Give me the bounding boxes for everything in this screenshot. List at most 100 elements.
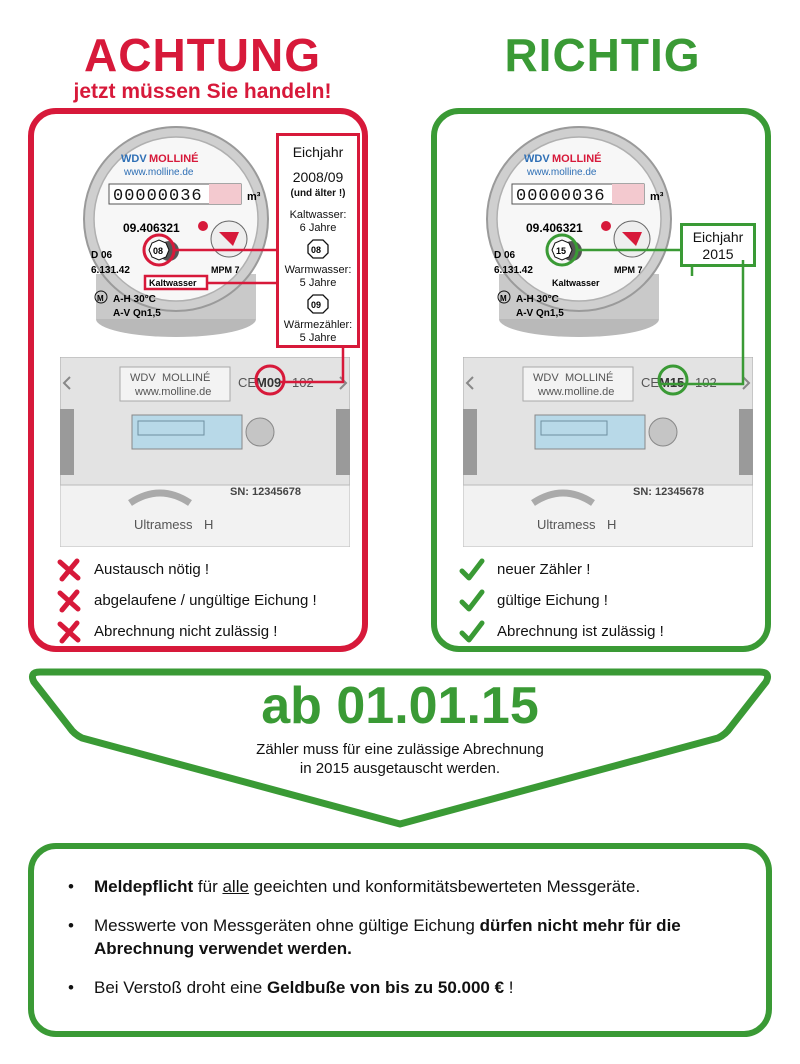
info-heading-2: 2008/09 [292,169,344,185]
heat-meter-new: WDV MOLLINÉ www.molline.de CE M15 102 SN… [463,357,753,547]
meter-m: M [97,294,104,303]
device-sn: SN: 12345678 [230,486,301,498]
info-heat-label: Wärmezähler: [283,319,353,331]
bullet-dot: • [68,916,74,935]
status-text: Abrechnung ist zulässig ! [497,623,664,640]
device-notified: 102 [695,375,717,390]
device-brand-2: MOLLINÉ [565,371,613,384]
meter-counter: 00000036 [113,187,203,206]
device-product-suffix: H [607,517,616,532]
status-text: gültige Eichung ! [497,592,608,609]
meter-d06: D 06 [494,250,516,261]
device-year-code: M09 [256,375,281,390]
info-heading-1: Eichjahr [292,144,344,160]
achtung-subtitle: jetzt müssen Sie handeln! [73,80,332,103]
bullet-1-underline: alle [222,877,249,896]
status-text: Abrechnung nicht zulässig ! [94,623,278,640]
warm-badge-label: 09 [311,300,321,310]
cross-icon [57,620,81,643]
connector-line [280,348,345,384]
device-brand: WDV [533,372,559,384]
deadline-note-line-1: Zähler muss für eine zulässige Abrechnun… [256,741,544,758]
bullet-1-bold: Meldepflicht [94,877,194,896]
meter-brand-2: MOLLINÉ [149,152,199,165]
panel-achtung: WDV MOLLINÉ www.molline.de 00000036 m³ 0… [28,108,368,652]
meter-year-badge: 08 [153,246,163,256]
eichjahr-year: 2015 [702,246,734,262]
checkmark-icon [459,620,485,642]
achtung-title: ACHTUNG [84,29,321,81]
meter-cert: 6.131.42 [91,265,130,276]
meter-model: MPM 7 [211,265,240,275]
meter-medium: Kaltwasser [552,278,600,288]
info-bullet-box: • Meldepflicht für alle geeichten und ko… [28,843,772,1037]
bullet-messwerte: • Messwerte von Messgeräten ohne gültige… [68,914,738,960]
meter-m: M [500,294,507,303]
bullet-1-mid: für [193,877,223,896]
meter-d06: D 06 [91,250,113,261]
device-product: Ultramess [134,517,193,532]
deadline-date: ab 01.01.15 [261,677,539,735]
status-text: abgelaufene / ungültige Eichung ! [94,592,317,609]
meter-counter: 00000036 [516,187,606,206]
water-meter-old: WDV MOLLINÉ www.molline.de 00000036 m³ 0… [83,126,301,337]
warm-octagon-badge: 09 [307,294,329,314]
deadline-note-line-2: in 2015 ausgetauscht werden. [299,760,501,777]
meter-spec-2: A-V Qn1,5 [113,308,161,319]
bullet-2-bold: dürfen nicht mehr für die Abrechnung ver… [94,916,681,958]
device-year-highlight [657,364,689,396]
meter-model: MPM 7 [614,265,643,275]
info-cold-label: Kaltwasser: [289,209,347,221]
eichjahr-label: Eichjahr [692,229,744,245]
water-meter-new: WDV MOLLINÉ www.molline.de 00000036 m³ 0… [486,126,694,337]
info-note: (und älter !) [290,188,346,199]
meter-unit: m³ [650,191,664,203]
status-text: Austausch nötig ! [94,561,210,578]
meter-year-badge: 15 [556,246,566,256]
cross-icon [57,589,81,612]
status-item: Abrechnung ist zulässig ! [459,616,769,647]
bullet-list: • Meldepflicht für alle geeichten und ko… [68,875,738,1015]
bullet-geldbusse: • Bei Verstoß droht eine Geldbuße von bi… [68,976,738,999]
deadline-chevron [29,668,771,828]
device-sn: SN: 12345678 [633,486,704,498]
device-brand: WDV [130,372,156,384]
bullet-meldepflicht: • Meldepflicht für alle geeichten und ko… [68,875,738,898]
status-item: neuer Zähler ! [459,554,769,585]
device-url: www.molline.de [537,386,614,398]
meter-spec-2: A-V Qn1,5 [516,308,564,319]
panel-richtig: WDV MOLLINÉ www.molline.de 00000036 m³ 0… [431,108,771,652]
meter-serial: 09.406321 [526,221,583,235]
meter-unit: m³ [247,191,261,203]
bullet-1-rest: geeichten und konformitätsbewerteten Mes… [248,877,641,896]
meter-brand-2: MOLLINÉ [552,152,602,165]
meter-serial: 09.406321 [123,221,180,235]
status-item: gültige Eichung ! [459,585,769,616]
device-year-highlight [254,364,286,396]
deadline-note: Zähler muss für eine zulässige Abrechnun… [26,740,774,778]
meter-url: www.molline.de [123,167,194,178]
cold-badge-label: 08 [311,245,321,255]
status-text: neuer Zähler ! [497,561,591,578]
status-item: Abrechnung nicht zulässig ! [56,616,366,647]
cold-octagon-badge: 08 [307,239,329,259]
bullet-2-text: Messwerte von Messgeräten ohne gültige E… [94,916,480,935]
info-heat-years: 5 Jahre [299,332,337,344]
device-year-code: M15 [659,375,684,390]
connector-line [661,260,745,386]
meter-cert: 6.131.42 [494,265,533,276]
bullet-dot: • [68,978,74,997]
cross-icon [57,558,81,581]
status-list-good: neuer Zähler ! gültige Eichung ! Abrechn… [459,554,769,647]
status-item: Austausch nötig ! [56,554,366,585]
bullet-3-rest: ! [504,978,514,997]
meter-spec-1: A-H 30°C [113,294,156,305]
info-warm-label: Warmwasser: [284,264,352,276]
meter-url: www.molline.de [526,167,597,178]
info-cold-years: 6 Jahre [299,222,337,234]
eichjahr-2015-box: Eichjahr 2015 [680,223,756,267]
meter-brand: WDV [524,153,550,165]
status-list-bad: Austausch nötig ! abgelaufene / ungültig… [56,554,366,647]
eichjahr-info-box: Eichjahr 2008/09 (und älter !) Kaltwasse… [276,133,360,348]
status-item: abgelaufene / ungültige Eichung ! [56,585,366,616]
